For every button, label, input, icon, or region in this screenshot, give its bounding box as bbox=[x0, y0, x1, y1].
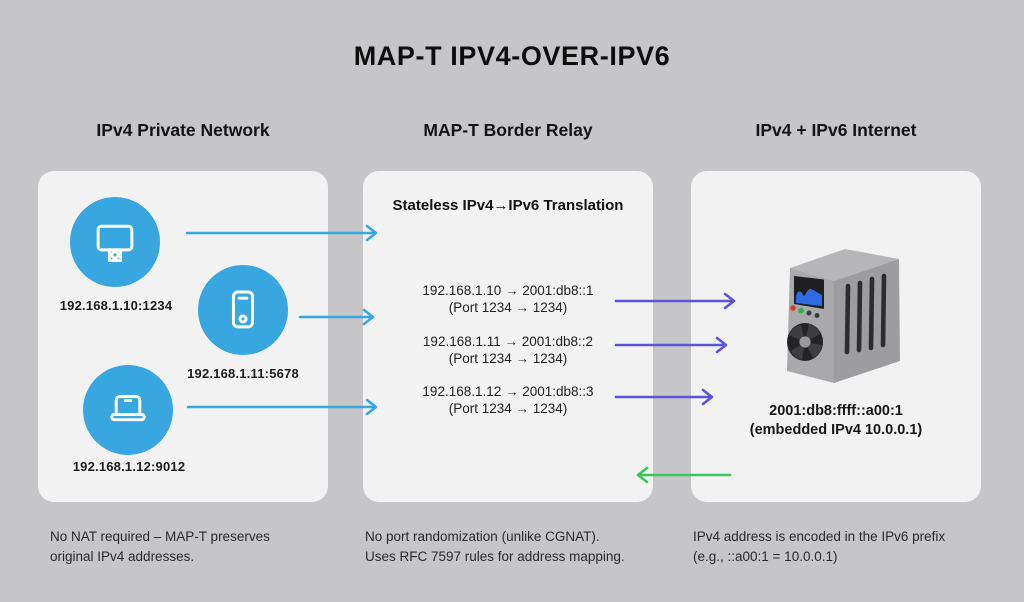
note-line: Uses RFC 7597 rules for address mapping. bbox=[365, 549, 625, 564]
server-router-icon bbox=[772, 243, 904, 393]
note-line: No port randomization (unlike CGNAT). bbox=[365, 529, 600, 544]
column-header-mapt-border-relay: MAP-T Border Relay bbox=[423, 120, 593, 140]
mapping-port-line: (Port 1234 → 1234) bbox=[448, 351, 568, 366]
laptop-icon bbox=[83, 365, 173, 455]
column-header-ipv4-private-network: IPv4 Private Network bbox=[96, 120, 270, 140]
mapping-address-line: 192.168.1.12 → 2001:db8::3 bbox=[422, 384, 594, 399]
device-address: 192.168.1.12:9012 bbox=[72, 459, 186, 474]
note-border-relay: No port randomization (unlike CGNAT). Us… bbox=[365, 527, 625, 567]
mapping-port-line: (Port 1234 → 1234) bbox=[448, 401, 568, 416]
mapping-entry: 192.168.1.12 → 2001:db8::3 (Port 1234 → … bbox=[363, 383, 653, 417]
smartphone-icon bbox=[198, 265, 288, 355]
page-title: MAP-T IPV4-OVER-IPV6 bbox=[353, 41, 671, 71]
column-header-ipv4-ipv6-internet: IPv4 + IPv6 Internet bbox=[755, 120, 917, 140]
card-ipv4-ipv6-internet: 2001:db8:ffff::a00:1 (embedded IPv4 10.0… bbox=[691, 171, 981, 502]
device-address: 192.168.1.11:5678 bbox=[187, 366, 299, 381]
mapping-entry: 192.168.1.11 → 2001:db8::2 (Port 1234 → … bbox=[363, 333, 653, 367]
mapping-address-line: 192.168.1.11 → 2001:db8::2 bbox=[422, 334, 594, 349]
card-ipv4-private-network: 192.168.1.10:1234 192.168.1.11:5678 19 bbox=[38, 171, 328, 502]
note-internet: IPv4 address is encoded in the IPv6 pref… bbox=[693, 527, 945, 567]
note-line: (e.g., ::a00:1 = 10.0.0.1) bbox=[693, 549, 838, 564]
desktop-icon bbox=[70, 197, 160, 287]
server-address-label: 2001:db8:ffff::a00:1 (embedded IPv4 10.0… bbox=[691, 402, 981, 439]
mapping-port-line: (Port 1234 → 1234) bbox=[448, 300, 568, 315]
card-mapt-border-relay: Stateless IPv4→IPv6 Translation 192.168.… bbox=[363, 171, 653, 502]
mapping-entry: 192.168.1.10 → 2001:db8::1 (Port 1234 → … bbox=[363, 282, 653, 316]
server-embedded-ipv4: (embedded IPv4 10.0.0.1) bbox=[749, 421, 923, 438]
note-line: original IPv4 addresses. bbox=[50, 549, 195, 564]
relay-panel-title: Stateless IPv4→IPv6 Translation bbox=[392, 197, 624, 214]
note-private-network: No NAT required – MAP-T preserves origin… bbox=[50, 527, 270, 567]
note-line: IPv4 address is encoded in the IPv6 pref… bbox=[693, 529, 946, 544]
device-address: 192.168.1.10:1234 bbox=[59, 298, 173, 313]
mapping-address-line: 192.168.1.10 → 2001:db8::1 bbox=[422, 283, 594, 298]
server-ipv6-address: 2001:db8:ffff::a00:1 bbox=[769, 403, 903, 419]
note-line: No NAT required – MAP-T preserves bbox=[50, 529, 270, 544]
